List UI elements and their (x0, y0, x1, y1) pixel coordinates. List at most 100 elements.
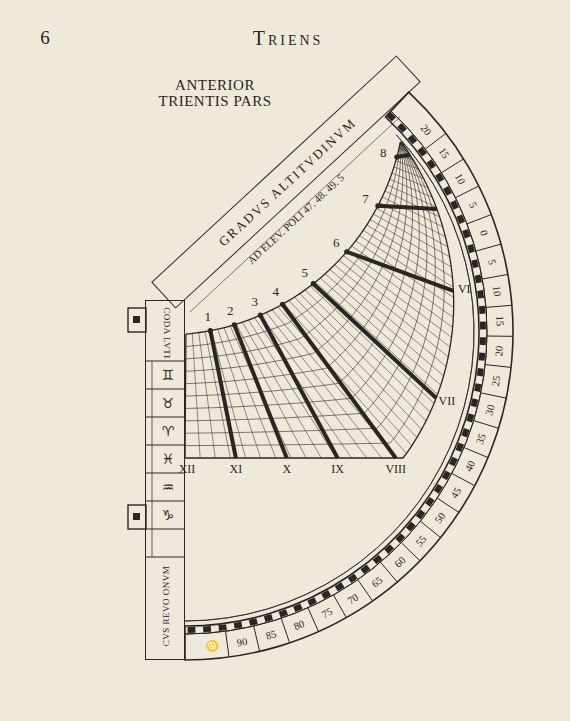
degree-number: 75 (320, 606, 334, 621)
altitude-curve (185, 142, 454, 458)
grid-line (377, 208, 448, 246)
checker-mark (218, 624, 226, 631)
checker-mark (397, 123, 407, 133)
checker-mark (360, 564, 370, 573)
degree-number: 30 (484, 404, 497, 417)
cell-line (152, 361, 153, 557)
hour-dot (232, 322, 237, 327)
scale-tick (380, 562, 397, 582)
roman-hour: XI (230, 463, 243, 476)
scale-tick (476, 244, 501, 251)
scale-tick (486, 305, 512, 307)
checker-mark (395, 533, 405, 543)
degree-number: 50 (432, 510, 447, 525)
hour-number: 1 (204, 310, 211, 324)
grid-line (373, 214, 449, 257)
running-head: Triens (253, 28, 324, 49)
scale-tick (281, 618, 289, 643)
checker-mark (408, 135, 418, 145)
checker-mark (279, 609, 288, 617)
checker-mark (471, 259, 479, 268)
checker-mark (264, 614, 273, 622)
checker-mark (384, 544, 394, 554)
grid-line (320, 278, 440, 385)
checker-mark (471, 398, 479, 407)
hour-line (283, 304, 396, 458)
checker-mark (456, 443, 465, 453)
hour-line (347, 252, 454, 291)
checker-mark (307, 597, 317, 606)
scale-tick (442, 159, 464, 173)
cell-line (145, 389, 185, 390)
grid-line (382, 197, 442, 227)
checker-mark (435, 172, 444, 182)
grid-line (400, 141, 401, 142)
cell-line (145, 557, 185, 558)
degree-number: 65 (370, 574, 385, 589)
cell-line (145, 445, 185, 446)
roman-hour: VI (458, 283, 471, 296)
checker-mark (442, 470, 451, 480)
hour-number: 8 (380, 147, 387, 161)
grid-line (310, 286, 434, 403)
checker-mark (477, 368, 484, 377)
checker-mark (249, 618, 258, 626)
grid-line (205, 332, 230, 458)
scale-tick (464, 448, 488, 458)
degree-number: 20 (419, 122, 434, 137)
grid-line (334, 265, 448, 357)
grid-line (397, 155, 413, 160)
checker-mark (449, 457, 458, 467)
checker-mark (466, 413, 474, 422)
hour-number: 5 (301, 266, 308, 280)
degree-number: 70 (345, 591, 360, 606)
degree-scale (185, 92, 513, 660)
checker-mark (406, 522, 416, 532)
hour-line (378, 206, 437, 209)
checker-mark (425, 497, 434, 507)
checker-mark (475, 275, 482, 284)
checker-mark (480, 337, 486, 345)
cell-line (145, 361, 185, 362)
zodiac-sign: ♈ (162, 424, 175, 439)
hour-dot (280, 302, 285, 307)
degree-number: 90 (236, 635, 248, 648)
zodiac-sign: ♓ (162, 452, 175, 467)
checker-mark (321, 590, 331, 599)
hour-number: 6 (333, 236, 340, 250)
hour-dot (258, 313, 263, 318)
checker-mark (461, 428, 469, 437)
checker-mark (462, 229, 470, 238)
altitude-curve (185, 142, 419, 408)
degree-number: ♋ (205, 640, 219, 652)
checker-mark (457, 214, 466, 223)
grid-line (300, 294, 426, 421)
scale-tick (226, 631, 229, 657)
grid-line (363, 230, 453, 287)
scale-tick (467, 215, 491, 224)
checker-mark (479, 353, 486, 361)
grid-line (211, 330, 245, 458)
scale-band (185, 92, 513, 660)
checker-mark (416, 510, 426, 520)
degree-number: 5 (486, 258, 498, 266)
scale-tick (487, 336, 513, 337)
degree-number: 10 (453, 171, 468, 186)
instrument (128, 92, 513, 660)
hour-dot (394, 154, 399, 159)
checker-mark (417, 147, 426, 157)
checker-mark (450, 200, 459, 210)
checker-mark (480, 321, 486, 329)
hour-dot (375, 203, 380, 208)
scale-tick (334, 595, 347, 618)
inner-rim (185, 135, 474, 621)
lug-hole (133, 513, 140, 520)
scale-tick (455, 186, 478, 198)
zodiac-sign: ♊ (162, 368, 175, 383)
guide-line (190, 117, 400, 312)
scale-divider (185, 111, 487, 634)
checker-mark (434, 484, 443, 494)
hour-number: 3 (252, 296, 259, 310)
checker-mark (479, 306, 486, 314)
lug-hole (133, 316, 140, 323)
